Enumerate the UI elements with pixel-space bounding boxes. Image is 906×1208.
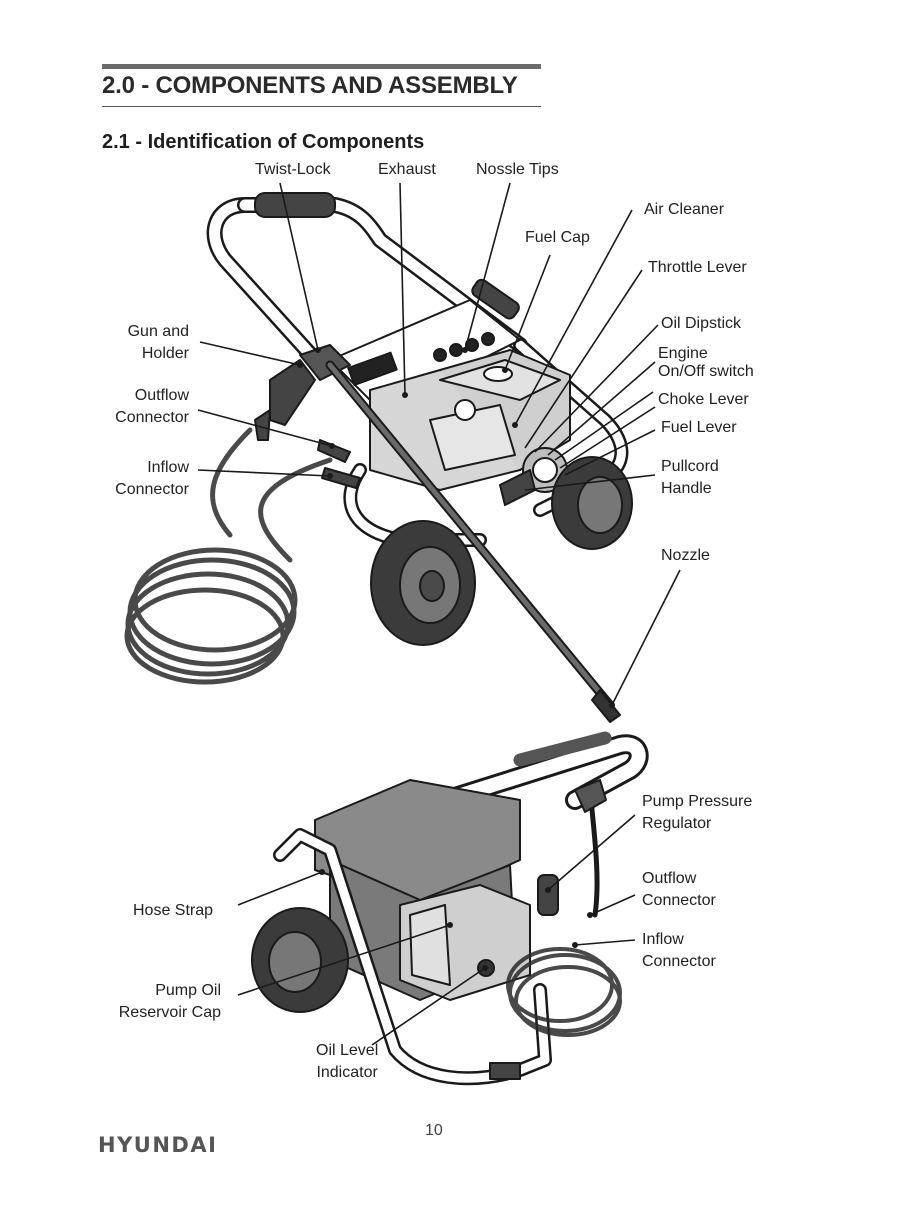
section-top-rule — [102, 64, 541, 69]
label-oil-level-indicator: Oil Level Indicator — [316, 1042, 379, 1081]
label-pump-oil-reservoir-cap: Pump Oil Reservoir Cap — [118, 982, 221, 1021]
page-number: 10 — [425, 1122, 443, 1139]
label-fuel-lever: Fuel Lever — [661, 419, 737, 436]
label-hose-strap: Hose Strap — [133, 902, 214, 919]
brand-logo: HYUNDAI — [98, 1133, 218, 1157]
subsection-title: 2.1 - Identification of Components — [102, 131, 425, 153]
washer-rear-illustration — [251, 731, 649, 1086]
label-gun-holder: Gun and Holder — [127, 323, 189, 362]
label-nossle-tips: Nossle Tips — [476, 161, 559, 178]
label-choke-lever: Choke Lever — [658, 391, 749, 408]
section-title: 2.0 - COMPONENTS AND ASSEMBLY — [102, 72, 518, 99]
label-twist-lock: Twist-Lock — [255, 161, 331, 178]
label-outflow-connector-bottom: Outflow Connector — [642, 870, 716, 909]
label-pump-pressure-regulator: Pump Pressure Regulator — [642, 793, 753, 832]
label-throttle-lever: Throttle Lever — [648, 259, 747, 276]
leader-arrowheads — [297, 347, 615, 971]
label-inflow-connector-top: Inflow Connector — [115, 459, 189, 498]
label-pullcord-handle: Pullcord Handle — [661, 458, 719, 497]
label-air-cleaner: Air Cleaner — [644, 201, 725, 218]
section-title-underline — [102, 106, 541, 107]
label-exhaust: Exhaust — [378, 161, 436, 178]
leader-lines — [197, 182, 681, 1046]
label-nozzle: Nozzle — [661, 547, 710, 564]
label-outflow-connector-top: Outflow Connector — [115, 387, 189, 426]
label-fuel-cap: Fuel Cap — [525, 229, 590, 246]
label-inflow-connector-bottom: Inflow Connector — [642, 931, 716, 970]
label-oil-dipstick: Oil Dipstick — [661, 315, 742, 332]
label-engine-switch: Engine On/Off switch — [658, 345, 754, 380]
washer-front-illustration — [124, 192, 633, 723]
